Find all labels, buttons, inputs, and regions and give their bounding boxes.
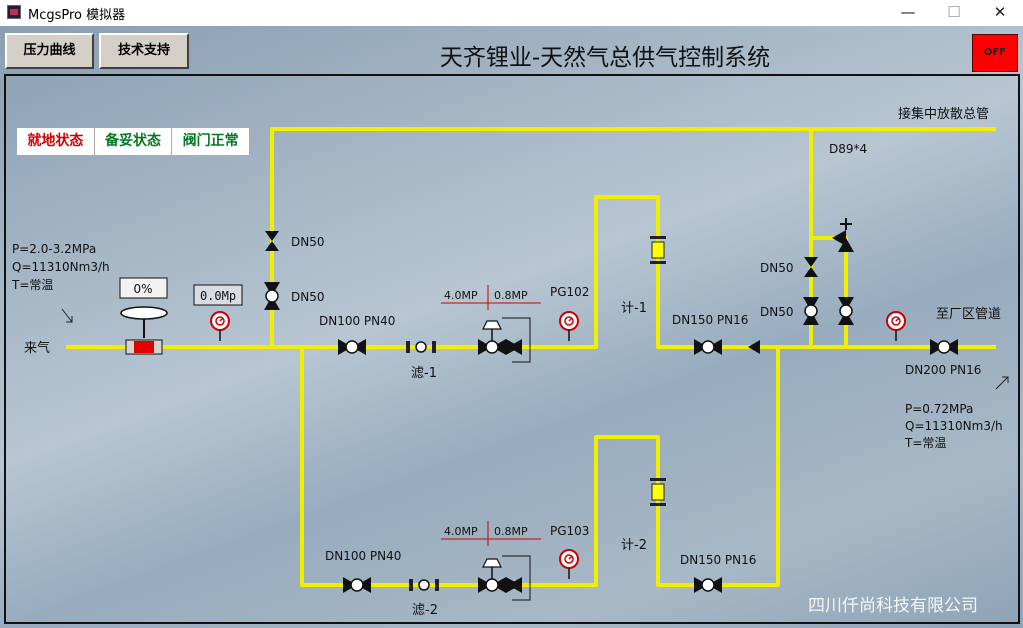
inlet-flow-param: Q=11310Nm3/h xyxy=(12,260,110,274)
lower-meter-label: 计-2 xyxy=(621,538,647,553)
bypass-valve-lower[interactable] xyxy=(802,296,820,326)
off-button[interactable]: OFF xyxy=(972,34,1018,72)
outlet-valve[interactable] xyxy=(929,338,959,356)
lower-meter-spec: DN150 PN16 xyxy=(680,553,756,567)
company-name: 四川仟尚科技有限公司 xyxy=(808,596,978,616)
standby-status[interactable]: 备妥状态 xyxy=(95,128,173,155)
lower-pressure-gauge[interactable] xyxy=(559,549,579,580)
vent-spec: D89*4 xyxy=(829,142,867,156)
upper-line-spec: DN100 PN40 xyxy=(319,314,395,328)
vent-valve-upper-spec: DN50 xyxy=(291,235,325,249)
lower-pressure-regulator[interactable] xyxy=(477,558,523,594)
upper-setpoint-low[interactable]: 0.8MP xyxy=(494,289,528,302)
outlet-pressure-gauge[interactable] xyxy=(886,311,906,342)
inlet-temp-param: T=常温 xyxy=(11,278,53,292)
status-panel: 就地状态 备妥状态 阀门正常 xyxy=(17,128,249,155)
close-button[interactable]: ✕ xyxy=(993,3,1007,21)
lower-filter-label: 滤-2 xyxy=(412,603,438,618)
lower-gauge-tag: PG103 xyxy=(550,524,589,538)
vent-label: 接集中放散总管 xyxy=(898,106,989,122)
outlet-flow-arrow xyxy=(995,376,1009,390)
local-status[interactable]: 就地状态 xyxy=(17,128,95,155)
inlet-pressure-value: 0.0Mp xyxy=(200,289,236,303)
lower-setpoint-high[interactable]: 4.0MP xyxy=(444,525,478,538)
inlet-flow-arrow xyxy=(61,308,73,323)
vent-valve-upper[interactable] xyxy=(265,231,279,251)
outlet-temp-param: T=常温 xyxy=(904,436,946,450)
bypass-valve-upper[interactable] xyxy=(804,257,818,277)
upper-gauge-tag: PG102 xyxy=(550,285,589,299)
inlet-pressure-gauge[interactable] xyxy=(210,311,230,342)
upper-setpoint-high[interactable]: 4.0MP xyxy=(444,289,478,302)
window-titlebar: McgsPro 模拟器 — ☐ ✕ xyxy=(0,0,1023,26)
inlet-flow-arrowhead xyxy=(66,316,73,323)
app-icon xyxy=(7,5,21,19)
vent-valve-lower-spec: DN50 xyxy=(291,290,325,304)
outlet-flow-param: Q=11310Nm3/h xyxy=(905,419,1003,433)
tech-support-button[interactable]: 技术支持 xyxy=(99,33,189,69)
vent-valve-lower[interactable] xyxy=(263,281,281,311)
pipe-network xyxy=(66,127,996,587)
lower-setpoint-low[interactable]: 0.8MP xyxy=(494,525,528,538)
valve-ok-status[interactable]: 阀门正常 xyxy=(182,133,239,149)
minimize-button[interactable]: — xyxy=(900,3,916,21)
upper-regulator-sense-line xyxy=(502,317,531,363)
page-title: 天齐锂业-天然气总供气控制系统 xyxy=(439,45,771,71)
upper-meter-spec: DN150 PN16 xyxy=(672,313,748,327)
pressure-curve-button[interactable]: 压力曲线 xyxy=(5,33,94,69)
outlet-pipe-spec: DN200 PN16 xyxy=(905,363,981,377)
safety-relief-valve[interactable] xyxy=(832,218,854,252)
outlet-label: 至厂区管道 xyxy=(936,307,1001,322)
diagram-frame xyxy=(4,74,1020,624)
inlet-label: 来气 xyxy=(24,340,50,356)
lower-regulator-sense-line xyxy=(502,555,531,601)
lower-inlet-valve[interactable] xyxy=(342,576,372,594)
inlet-pressure-param: P=2.0-3.2MPa xyxy=(12,242,96,256)
bypass-valve-lower-spec: DN50 xyxy=(760,305,794,319)
inlet-pressure-box xyxy=(193,284,243,306)
upper-pressure-regulator[interactable] xyxy=(477,320,523,356)
lower-line-spec: DN100 PN40 xyxy=(325,549,401,563)
bypass-valve-upper-spec: DN50 xyxy=(760,261,794,275)
upper-meter-label: 计-1 xyxy=(621,301,647,316)
upper-meter-outlet-valve[interactable] xyxy=(693,338,723,356)
window-title: McgsPro 模拟器 xyxy=(28,8,126,23)
outlet-flow-arrowhead xyxy=(1002,376,1009,383)
hmi-screen: 压力曲线 技术支持 天齐锂业-天然气总供气控制系统 OFF xyxy=(0,26,1023,628)
maximize-button[interactable]: ☐ xyxy=(947,3,961,21)
valve-opening-box xyxy=(119,277,168,299)
outlet-pressure-param: P=0.72MPa xyxy=(905,402,973,416)
relief-isolation-valve[interactable] xyxy=(837,296,855,326)
lower-meter-outlet-valve[interactable] xyxy=(693,576,723,594)
check-valve[interactable] xyxy=(748,340,760,354)
inlet-control-valve[interactable] xyxy=(120,306,168,355)
upper-pressure-gauge[interactable] xyxy=(559,311,579,342)
upper-inlet-valve[interactable] xyxy=(337,338,367,356)
valve-opening-value: 0% xyxy=(133,282,152,296)
upper-filter-label: 滤-1 xyxy=(411,366,437,381)
